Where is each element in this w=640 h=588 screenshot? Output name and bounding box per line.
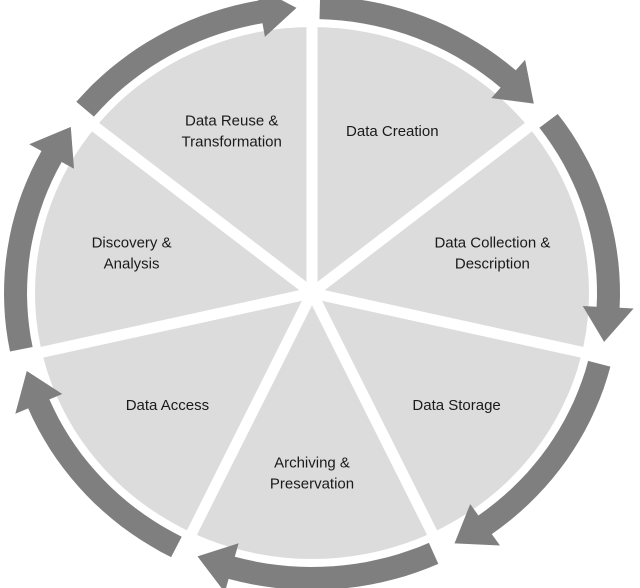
segment-group [35, 23, 589, 559]
stage-label-line: Discovery & [92, 234, 172, 251]
stage-label-3: Data Storage [412, 397, 500, 414]
cycle-arrow-1 [319, 0, 534, 104]
stage-label-5: Data Access [126, 397, 209, 414]
segment-separator [36, 287, 314, 359]
cycle-arrow-6 [4, 126, 74, 352]
stage-label-4: Archiving & Preservation [270, 455, 354, 493]
stage-label-line: Archiving & [274, 455, 350, 472]
segment-separator [307, 290, 439, 539]
cycle-arrow-7 [76, 0, 297, 117]
stage-label-1: Data Creation [346, 123, 439, 140]
segment-separator [88, 120, 316, 298]
segment-separator [310, 287, 588, 359]
segment-separator [185, 290, 317, 539]
stage-label-2: Data Collection & Description [434, 234, 550, 272]
cycle-arrow-5 [15, 371, 182, 558]
stage-label-line: Data Reuse & [185, 112, 278, 129]
stage-label-line: Data Creation [346, 123, 439, 140]
cycle-arrow-4 [197, 542, 439, 588]
stage-label-6: Discovery & Analysis [92, 234, 172, 272]
stage-label-line: Transformation [182, 133, 282, 150]
segment-separator [308, 120, 536, 298]
cycle-arrow-3 [454, 360, 611, 546]
stage-label-line: Data Collection & [434, 234, 550, 251]
stage-label-line: Preservation [270, 476, 354, 493]
arrow-group [4, 0, 634, 588]
stage-label-7: Data Reuse & Transformation [182, 112, 282, 150]
stage-label-line: Data Access [126, 397, 209, 414]
stage-label-line: Description [455, 255, 530, 272]
cycle-arrow-2 [539, 114, 634, 342]
stage-label-line: Data Storage [412, 397, 500, 414]
stage-label-line: Analysis [104, 255, 160, 272]
